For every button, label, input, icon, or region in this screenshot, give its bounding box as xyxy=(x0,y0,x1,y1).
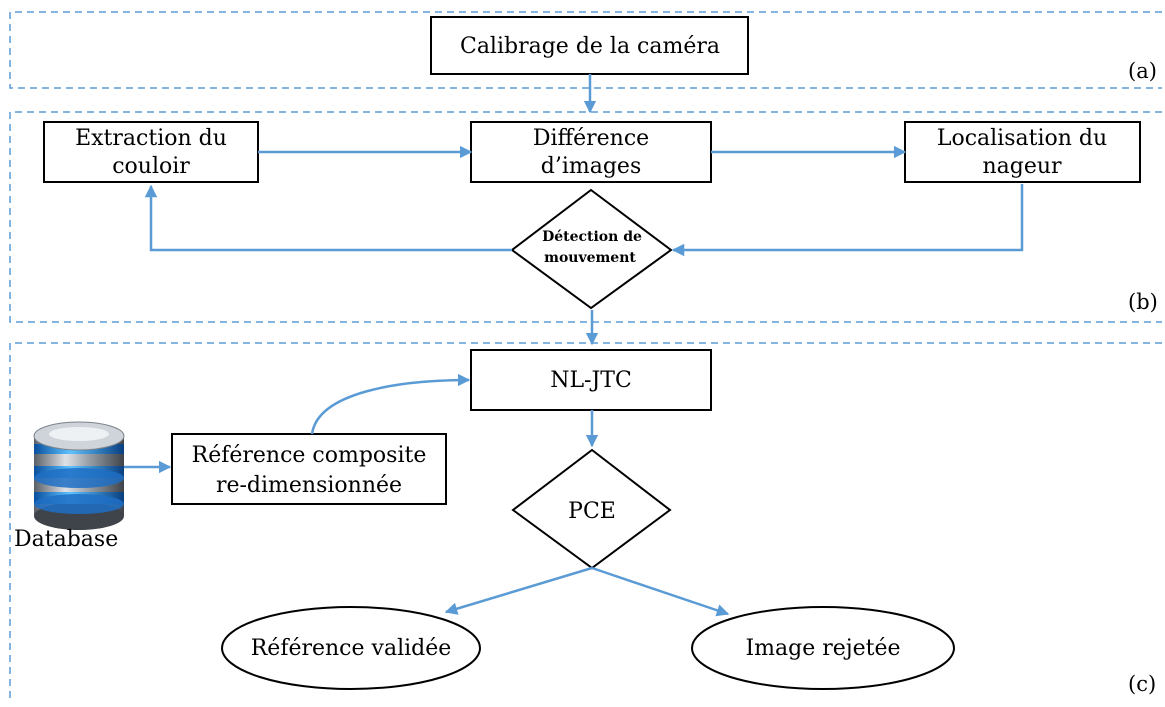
arrow-pce-to-validated xyxy=(444,566,593,615)
lane-extraction-label-line2: couloir xyxy=(112,154,190,179)
arrow-localization-to-detection xyxy=(671,184,1024,257)
validated-reference-label: Référence validée xyxy=(251,636,452,661)
nl-jtc-label: NL-JTC xyxy=(550,368,632,393)
image-difference-box xyxy=(470,121,712,183)
arrow-pce-to-rejected xyxy=(591,566,730,617)
calibration-label: Calibrage de la caméra xyxy=(460,34,720,59)
panel-c-border xyxy=(9,342,1162,700)
rejected-image-ellipse xyxy=(691,606,955,690)
panel-b-tag: (b) xyxy=(1128,290,1158,314)
image-difference-label-line1: Différence xyxy=(533,126,649,151)
swimmer-localization-label-line1: Localisation du xyxy=(937,126,1107,151)
swimmer-localization-label-line2: nageur xyxy=(982,154,1062,179)
swimmer-localization-box xyxy=(904,121,1141,183)
panel-c-tag: (c) xyxy=(1128,672,1156,696)
panel-a-tag: (a) xyxy=(1128,59,1157,83)
motion-detection-label-line2: mouvement xyxy=(544,250,636,266)
motion-detection-label-line1: Détection de xyxy=(542,229,642,245)
nl-jtc-box xyxy=(470,349,712,411)
pce-label: PCE xyxy=(568,499,616,524)
motion-detection-diamond xyxy=(510,188,673,310)
rejected-image-label: Image rejetée xyxy=(745,636,900,661)
composite-reference-label-line1: Référence composite xyxy=(192,443,427,468)
calibration-box xyxy=(430,16,749,75)
arrow-detection-to-lane xyxy=(144,184,512,252)
validated-reference-ellipse xyxy=(221,606,481,690)
database-cylinder-icon xyxy=(33,421,125,530)
image-difference-label-line2: d’images xyxy=(541,154,641,179)
database-label: Database xyxy=(14,527,118,552)
lane-extraction-label-line1: Extraction du xyxy=(75,126,227,151)
arrow-reference-to-nljtc xyxy=(310,373,471,435)
composite-reference-box xyxy=(171,433,447,505)
composite-reference-label-line2: re-dimensionnée xyxy=(216,473,402,498)
panel-a-border xyxy=(9,11,1162,89)
